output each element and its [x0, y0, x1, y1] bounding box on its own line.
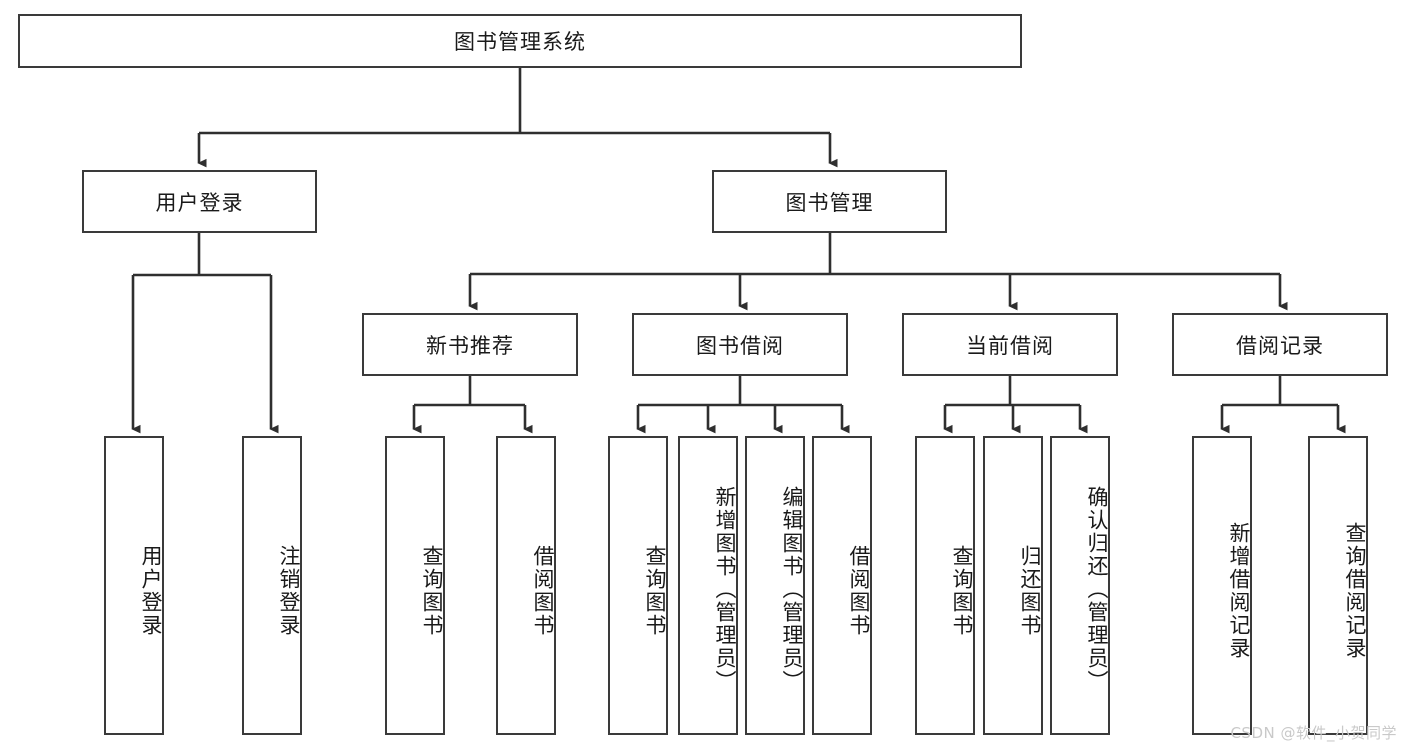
- node-new-book-recommend[interactable]: 新书推荐: [362, 313, 578, 376]
- leaf-add-borrow-record[interactable]: 新增借阅记录: [1192, 436, 1252, 735]
- leaf-query-book-recommend[interactable]: 查询图书: [385, 436, 445, 735]
- leaf-edit-book-admin[interactable]: 编辑图书（管理员）: [745, 436, 805, 735]
- node-borrow-records[interactable]: 借阅记录: [1172, 313, 1388, 376]
- leaf-query-borrow-record[interactable]: 查询借阅记录: [1308, 436, 1368, 735]
- leaf-query-book-borrow[interactable]: 查询图书: [608, 436, 668, 735]
- leaf-add-book-admin[interactable]: 新增图书（管理员）: [678, 436, 738, 735]
- watermark: CSDN @软件_小贺同学: [1230, 724, 1397, 742]
- leaf-user-login[interactable]: 用户登录: [104, 436, 164, 735]
- node-book-management[interactable]: 图书管理: [712, 170, 947, 233]
- leaf-query-book-current[interactable]: 查询图书: [915, 436, 975, 735]
- leaf-borrow-book[interactable]: 借阅图书: [812, 436, 872, 735]
- leaf-return-book[interactable]: 归还图书: [983, 436, 1043, 735]
- leaf-confirm-return-admin[interactable]: 确认归还（管理员）: [1050, 436, 1110, 735]
- node-root-system[interactable]: 图书管理系统: [18, 14, 1022, 68]
- leaf-user-logout[interactable]: 注销登录: [242, 436, 302, 735]
- node-user-login[interactable]: 用户登录: [82, 170, 317, 233]
- leaf-borrow-book-recommend[interactable]: 借阅图书: [496, 436, 556, 735]
- node-book-borrow[interactable]: 图书借阅: [632, 313, 848, 376]
- node-current-borrow[interactable]: 当前借阅: [902, 313, 1118, 376]
